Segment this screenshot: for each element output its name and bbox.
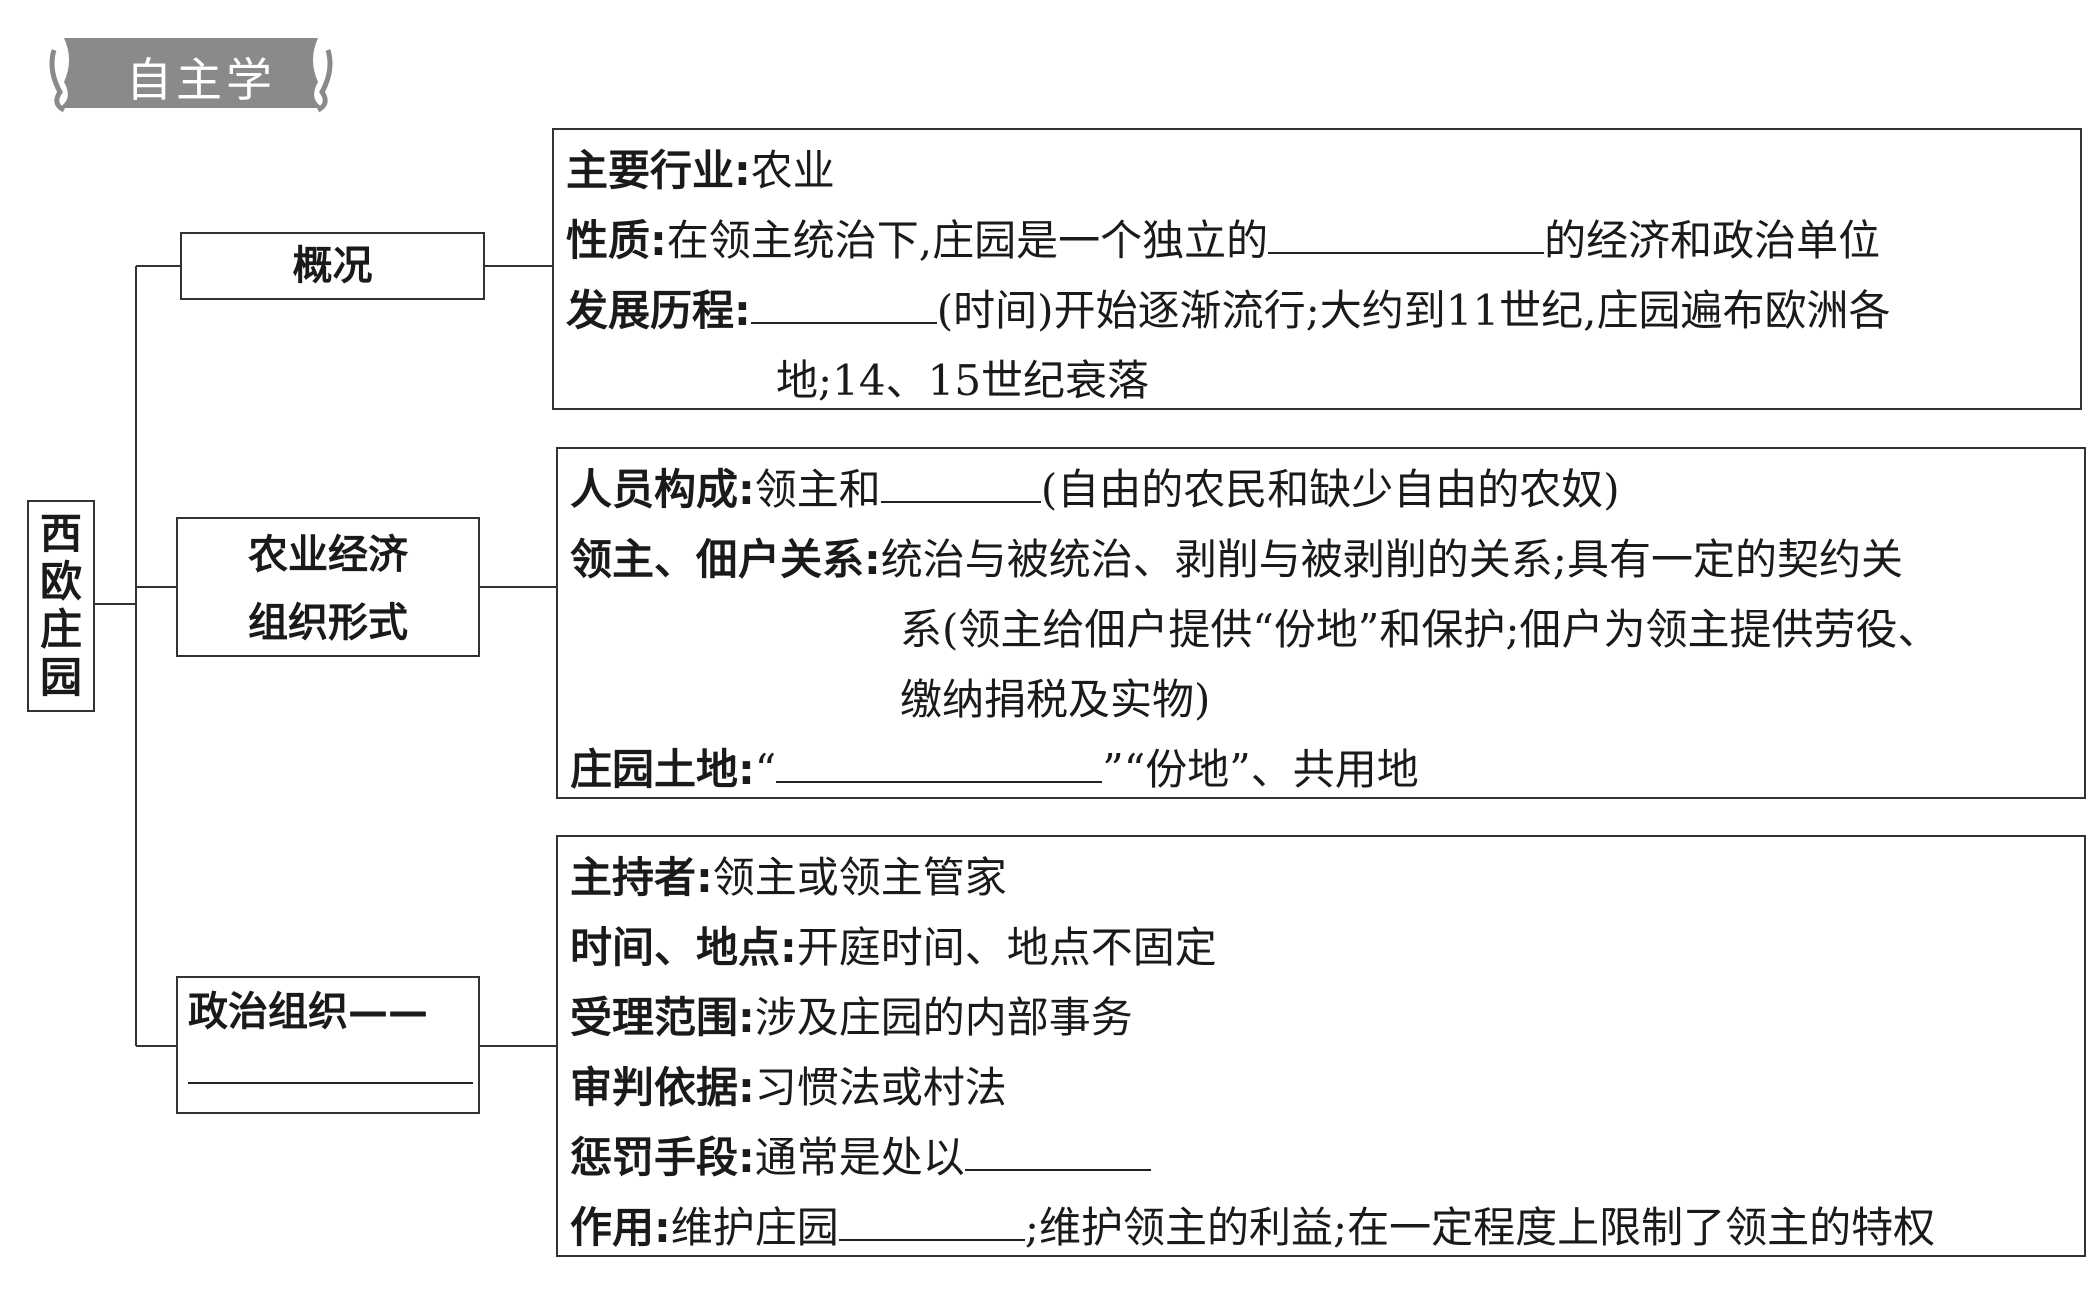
row-host: 主持者:领主或领主管家 bbox=[570, 843, 2074, 913]
row-nature: 性质:在领主统治下,庄园是一个独立的 的经济和政治单位 bbox=[566, 206, 2070, 276]
row-label: 人员构成: bbox=[570, 465, 755, 514]
fill-blank-penalty[interactable] bbox=[964, 1123, 1151, 1171]
row-text: 在领主统治下,庄园是一个独立的 bbox=[666, 216, 1269, 265]
node-overview-label: 概况 bbox=[292, 243, 373, 289]
row-text: 习惯法或村法 bbox=[754, 1063, 1007, 1112]
row-history: 发展历程: (时间)开始逐渐流行;大约到11世纪,庄园遍布欧洲各 bbox=[566, 276, 2070, 346]
row-text: 开庭时间、地点不固定 bbox=[796, 923, 1217, 972]
section-banner: 自主学习 bbox=[46, 30, 336, 173]
node-economy-label-line1: 农业经济 bbox=[248, 532, 408, 578]
node-economy-label-line2: 组织形式 bbox=[248, 600, 408, 646]
row-text: 农业 bbox=[750, 146, 835, 195]
node-politics-label: 政治组织—— bbox=[188, 989, 428, 1035]
row-label: 审判依据: bbox=[570, 1063, 755, 1112]
root-char: 庄 bbox=[39, 605, 82, 654]
row-text: 地;14、15世纪衰落 bbox=[776, 356, 1150, 405]
row-relation-cont2: 缴纳捐税及实物) bbox=[570, 665, 2074, 735]
row-history-cont: 地;14、15世纪衰落 bbox=[566, 346, 2070, 416]
row-basis: 审判依据:习惯法或村法 bbox=[570, 1053, 2074, 1123]
row-label: 庄园土地: bbox=[570, 745, 755, 794]
row-industry: 主要行业:农业 bbox=[566, 136, 2070, 206]
row-penalty: 惩罚手段:通常是处以 bbox=[570, 1123, 2074, 1193]
row-text: 统治与被统治、剥削与被剥削的关系;具有一定的契约关 bbox=[880, 535, 1903, 584]
scroll-banner-icon bbox=[49, 38, 333, 113]
fill-blank-land[interactable] bbox=[776, 735, 1103, 783]
root-char: 园 bbox=[39, 653, 82, 702]
root-char: 西 bbox=[39, 509, 82, 558]
row-text: 系(领主给佃户提供“份地”和保护;佃户为领主提供劳役、 bbox=[900, 605, 1940, 654]
row-text: “ bbox=[754, 745, 777, 794]
row-text: (自由的农民和缺少自由的农奴) bbox=[1040, 465, 1620, 514]
node-overview: 概况 bbox=[180, 232, 485, 300]
fill-blank-members[interactable] bbox=[880, 455, 1041, 503]
root-node-west-european-manor: 西 欧 庄 园 bbox=[27, 500, 95, 712]
row-relation: 领主、佃户关系:统治与被统治、剥削与被剥削的关系;具有一定的契约关 bbox=[570, 525, 2074, 595]
row-role: 作用:维护庄园 ;维护领主的利益;在一定程度上限制了领主的特权 bbox=[570, 1193, 2074, 1263]
node-politics: 政治组织—— bbox=[176, 976, 480, 1114]
row-label: 时间、地点: bbox=[570, 923, 797, 972]
row-text: 缴纳捐税及实物) bbox=[900, 675, 1211, 724]
row-label: 受理范围: bbox=[570, 993, 755, 1042]
row-label: 性质: bbox=[566, 216, 667, 265]
row-label: 作用: bbox=[570, 1203, 671, 1252]
row-text: ;维护领主的利益;在一定程度上限制了领主的特权 bbox=[1024, 1203, 1936, 1252]
row-text: 领主或领主管家 bbox=[712, 853, 1007, 902]
row-label: 惩罚手段: bbox=[570, 1133, 755, 1182]
row-text: 的经济和政治单位 bbox=[1544, 216, 1881, 265]
row-label: 主要行业: bbox=[566, 146, 751, 195]
node-economy: 农业经济 组织形式 bbox=[176, 517, 480, 657]
row-text: (时间)开始逐渐流行;大约到11世纪,庄园遍布欧洲各 bbox=[936, 286, 1891, 335]
row-label: 主持者: bbox=[570, 853, 713, 902]
row-text: ”“份地”、共用地 bbox=[1102, 745, 1419, 794]
banner-title: 自主学习 bbox=[126, 53, 276, 173]
row-text: 维护庄园 bbox=[670, 1203, 839, 1252]
overview-details: 主要行业:农业 性质:在领主统治下,庄园是一个独立的 的经济和政治单位 发展历程:… bbox=[552, 128, 2082, 410]
row-members: 人员构成:领主和 (自由的农民和缺少自由的农奴) bbox=[570, 455, 2074, 525]
fill-blank-politics[interactable] bbox=[188, 1042, 473, 1084]
economy-details: 人员构成:领主和 (自由的农民和缺少自由的农奴) 领主、佃户关系:统治与被统治、剥… bbox=[556, 447, 2086, 799]
fill-blank-nature[interactable] bbox=[1268, 206, 1545, 254]
row-text: 涉及庄园的内部事务 bbox=[754, 993, 1133, 1042]
row-relation-cont1: 系(领主给佃户提供“份地”和保护;佃户为领主提供劳役、 bbox=[570, 595, 2074, 665]
row-time-place: 时间、地点:开庭时间、地点不固定 bbox=[570, 913, 2074, 983]
root-char: 欧 bbox=[39, 557, 82, 606]
politics-details: 主持者:领主或领主管家 时间、地点:开庭时间、地点不固定 受理范围:涉及庄园的内… bbox=[556, 835, 2086, 1257]
row-label: 发展历程: bbox=[566, 286, 751, 335]
fill-blank-history[interactable] bbox=[750, 276, 937, 324]
row-text: 通常是处以 bbox=[754, 1133, 965, 1182]
row-land: 庄园土地:“ ”“份地”、共用地 bbox=[570, 735, 2074, 805]
row-label: 领主、佃户关系: bbox=[570, 535, 881, 584]
fill-blank-role[interactable] bbox=[838, 1193, 1025, 1241]
row-scope: 受理范围:涉及庄园的内部事务 bbox=[570, 983, 2074, 1053]
row-text: 领主和 bbox=[754, 465, 881, 514]
